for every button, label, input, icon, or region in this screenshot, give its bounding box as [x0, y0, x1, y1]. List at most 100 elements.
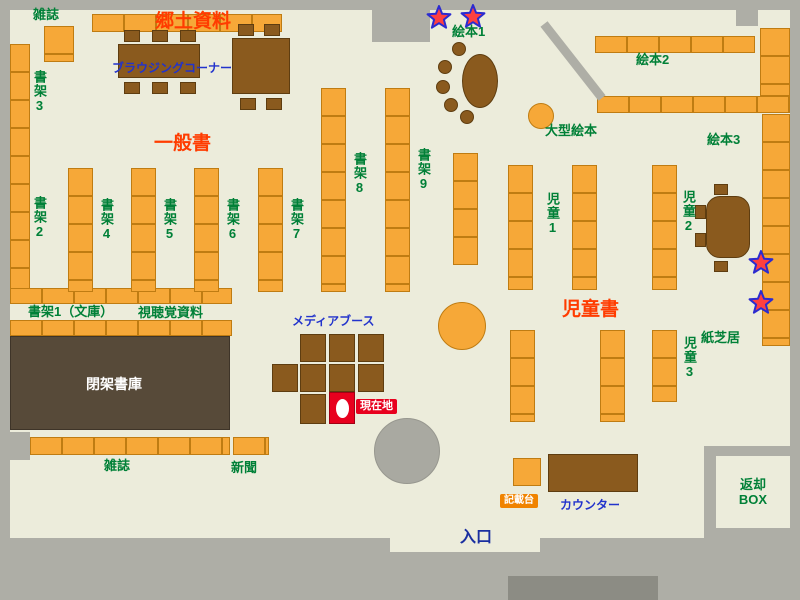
picture-books-1-label: 絵本1	[452, 24, 486, 39]
children-shelf-a	[508, 165, 533, 290]
bookshelf-2-3	[10, 44, 30, 300]
media-booth-unit	[300, 364, 326, 392]
shelf-6-label: 書架6	[224, 198, 240, 242]
entrance-mat	[508, 576, 658, 600]
star-icon	[748, 250, 774, 274]
bookshelf-6	[194, 168, 219, 292]
media-booth-unit	[272, 364, 298, 392]
star-icon	[426, 5, 452, 29]
shelf-1-bunko-label: 書架1（文庫）	[28, 304, 114, 319]
current-location-booth	[329, 392, 355, 424]
media-booth-unit	[329, 334, 355, 362]
local-materials-label: 郷土資料	[155, 11, 232, 32]
wall-bottom-right	[540, 538, 706, 552]
shelf-4-label: 書架4	[98, 198, 114, 242]
pillar	[374, 418, 440, 484]
round-table	[438, 302, 486, 350]
children-3-label: 児童3	[681, 336, 697, 380]
chair	[714, 184, 728, 195]
chair	[124, 30, 140, 42]
shelf-2-label: 書架2	[31, 196, 47, 240]
wall-pillar-top	[372, 0, 430, 42]
wall-returnbox-bottom	[716, 528, 790, 552]
chair	[695, 233, 706, 247]
shelf-7-label: 書架7	[288, 198, 304, 242]
media-booth-unit	[358, 334, 384, 362]
children-shelf-b	[572, 165, 597, 290]
star-icon	[460, 4, 486, 28]
bookshelf-7	[258, 168, 283, 292]
bookshelf-9	[385, 88, 410, 292]
picture-books-3-shelf-top	[597, 96, 790, 113]
children-shelf-f	[652, 330, 677, 402]
chair	[240, 98, 256, 110]
magazines-bottom-label: 雑誌	[104, 458, 131, 473]
return-box-label: 返却 BOX	[716, 477, 790, 508]
newspapers-label: 新聞	[231, 460, 258, 475]
star-icon	[748, 290, 774, 314]
current-location-label: 現在地	[356, 399, 397, 414]
children-table	[706, 196, 750, 258]
form-stand-table	[513, 458, 541, 486]
children-shelf-d	[510, 330, 535, 422]
children-shelf-c	[652, 165, 677, 290]
bookshelf-4	[68, 168, 93, 292]
chair	[695, 205, 706, 219]
browsing-table	[118, 44, 200, 78]
chair	[264, 24, 280, 36]
stool	[452, 42, 466, 56]
wall-returnbox-left	[704, 446, 716, 552]
picture-books-2-shelf	[595, 36, 755, 53]
magazines-top-label: 雑誌	[33, 7, 60, 22]
chair	[124, 82, 140, 94]
counter-desk	[548, 454, 638, 492]
closed-stacks-label: 閉架書庫	[86, 376, 142, 392]
chair	[266, 98, 282, 110]
media-booth-unit	[329, 364, 355, 392]
wall-left	[0, 0, 10, 600]
shelf-5-label: 書架5	[161, 198, 177, 242]
bookshelf-8	[321, 88, 346, 292]
bookshelf-1-row	[10, 288, 232, 304]
media-booth-unit	[300, 334, 326, 362]
children-1-label: 児童1	[544, 192, 560, 236]
magazine-shelf-top	[44, 26, 74, 62]
children-shelf-e	[600, 330, 625, 422]
shelf-3-label: 書架3	[31, 70, 47, 114]
media-booth-unit	[300, 394, 326, 424]
local-materials-shelf	[92, 14, 282, 32]
return-box-line1: 返却	[739, 477, 766, 492]
stool	[436, 80, 450, 94]
counter-label: カウンター	[560, 498, 621, 512]
picture-books-2-label: 絵本2	[636, 52, 670, 67]
form-stand-label: 記載台	[500, 494, 538, 508]
general-books-label: 一般書	[154, 133, 212, 154]
wall-notch-top-right	[736, 0, 758, 26]
wall-bottom-left	[10, 538, 390, 552]
newspaper-shelf	[233, 437, 269, 455]
audio-visual-label: 視聴覚資料	[138, 305, 204, 320]
wall-right	[790, 0, 800, 600]
chair	[238, 24, 254, 36]
shelf-8-label: 書架8	[351, 152, 367, 196]
outside-band	[0, 552, 800, 600]
chair	[180, 30, 196, 42]
picture-book-table	[462, 54, 498, 108]
av-shelf-row	[10, 320, 232, 336]
current-location-dot	[336, 399, 349, 418]
chair	[152, 30, 168, 42]
entrance-label: 入口	[460, 529, 493, 546]
picture-books-3-label: 絵本3	[707, 132, 741, 147]
wall-returnbox-top	[704, 446, 800, 456]
closed-stacks-room	[10, 336, 230, 430]
wall-piece-bottom-left	[10, 432, 30, 460]
media-booth-label: メディアブース	[292, 314, 375, 328]
children-2-label: 児童2	[680, 190, 696, 234]
chair	[152, 82, 168, 94]
bookshelf-5	[131, 168, 156, 292]
large-picture-books-stand	[528, 103, 554, 129]
chair	[180, 82, 196, 94]
corner-shelf	[760, 28, 790, 96]
stool	[438, 60, 452, 74]
